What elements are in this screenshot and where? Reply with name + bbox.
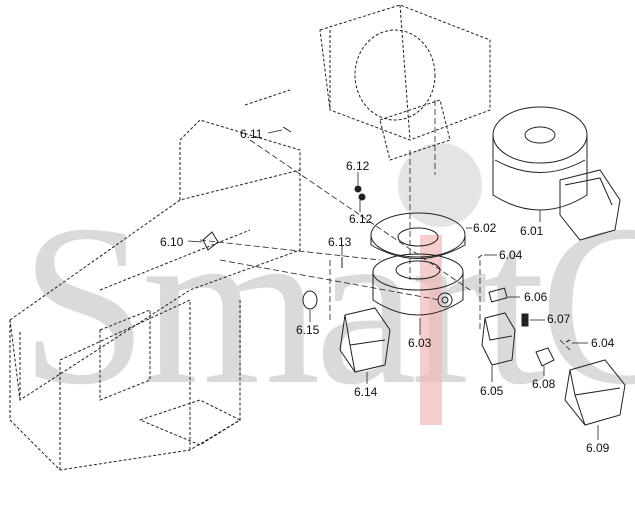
label-6-01: 6.01 xyxy=(520,224,544,238)
air-box xyxy=(319,4,491,161)
label-6-12-bottom: 6.12 xyxy=(349,212,373,226)
label-6-15: 6.15 xyxy=(296,323,320,337)
label-6-07: 6.07 xyxy=(547,312,571,326)
part-6-14 xyxy=(339,307,391,373)
part-6-08 xyxy=(535,347,555,367)
part-6-12-b xyxy=(358,193,366,201)
label-6-02: 6.02 xyxy=(473,221,497,235)
label-6-03: 6.03 xyxy=(408,336,432,350)
label-6-11: 6.11 xyxy=(240,127,263,141)
part-6-09 xyxy=(564,359,626,426)
label-6-14: 6.14 xyxy=(354,385,378,399)
part-6-05 xyxy=(481,312,516,366)
watermark: SmartCo xyxy=(20,177,635,432)
part-6-10 xyxy=(202,231,219,251)
part-6-06 xyxy=(488,287,508,303)
label-6-06: 6.06 xyxy=(524,290,548,304)
label-6-09: 6.09 xyxy=(586,441,610,455)
part-6-12-a xyxy=(354,185,362,193)
part-6-03 xyxy=(372,253,464,316)
part-6-01 xyxy=(492,106,621,241)
part-6-02 xyxy=(370,212,466,259)
label-6-04-lower: 6.04 xyxy=(591,336,615,350)
watermark-accent xyxy=(420,235,442,425)
part-6-11 xyxy=(282,126,292,133)
part-6-15 xyxy=(302,290,318,310)
label-6-04-upper: 6.04 xyxy=(499,248,523,262)
label-6-08: 6.08 xyxy=(532,377,556,391)
label-6-05: 6.05 xyxy=(480,384,504,398)
part-6-07 xyxy=(521,313,529,327)
label-6-10: 6.10 xyxy=(160,235,184,249)
watermark-logo xyxy=(398,143,482,227)
label-6-12-top: 6.12 xyxy=(346,159,370,173)
burner-housing xyxy=(9,119,301,471)
label-6-13: 6.13 xyxy=(328,235,352,249)
